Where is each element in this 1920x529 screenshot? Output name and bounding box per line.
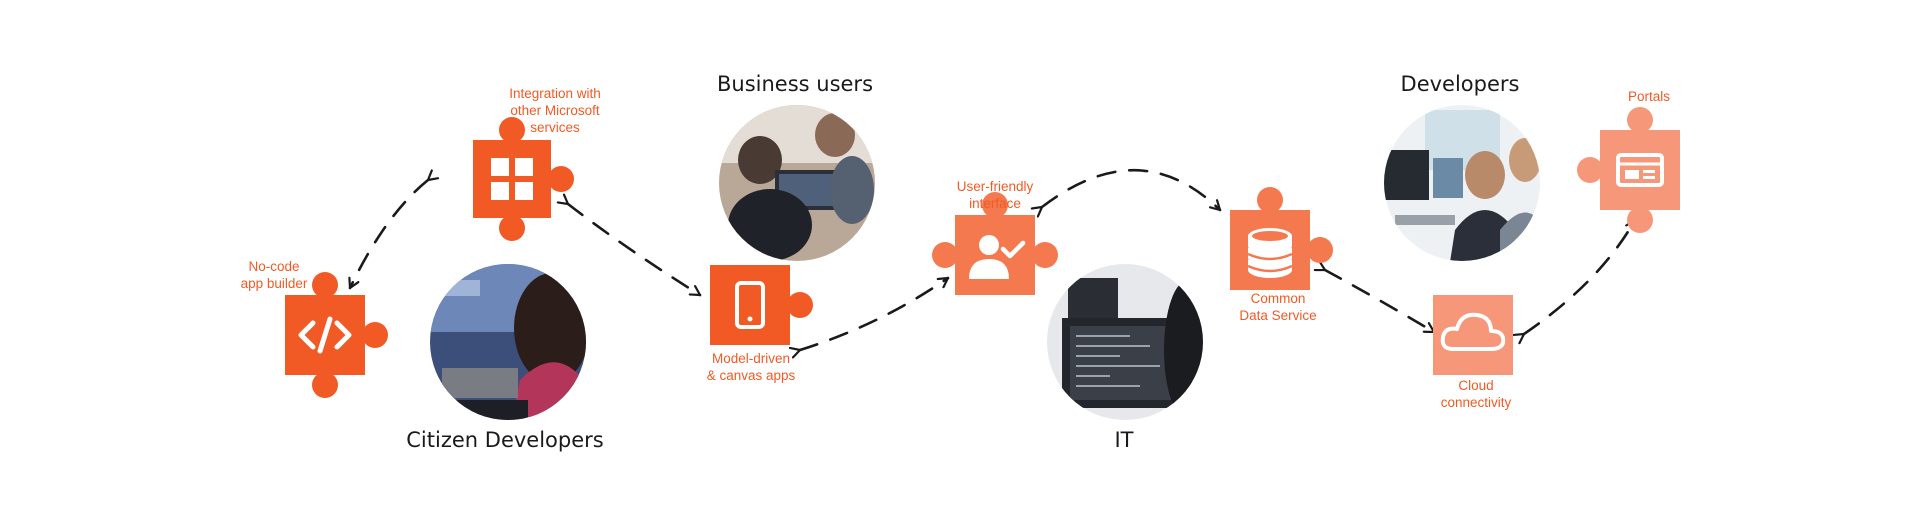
connector-arrows — [350, 169, 1637, 350]
puzzle-pieces — [285, 107, 1680, 398]
arrow-integration-to-model — [568, 204, 702, 297]
arrow-userfriendly-to-cds — [1042, 169, 1222, 210]
puzzle-piece-integration — [473, 117, 574, 241]
arrow-cloud-to-portals — [1524, 218, 1637, 334]
arrow-integration-to-nocode — [350, 180, 428, 290]
code-brackets-icon — [298, 316, 352, 354]
photo-developers — [1384, 105, 1540, 261]
persona-business-users: Business users — [716, 72, 874, 96]
web-page-icon — [1616, 153, 1664, 187]
user-check-icon — [969, 235, 1026, 279]
puzzle-piece-cloud — [1433, 295, 1513, 375]
puzzle-piece-portals — [1577, 107, 1680, 233]
puzzle-piece-no-code — [285, 272, 388, 398]
persona-developers: Developers — [1400, 72, 1520, 96]
photo-business-users — [719, 105, 875, 261]
smartphone-icon — [735, 281, 765, 329]
puzzle-piece-cds — [1230, 187, 1333, 290]
puzzle-piece-model-driven — [710, 265, 813, 345]
arrow-cds-to-cloud — [1325, 270, 1436, 334]
cloud-icon — [1440, 312, 1506, 351]
windows-logo-icon — [491, 158, 533, 200]
label-model-driven-canvas: Model-driven& canvas apps — [706, 351, 796, 383]
arrow-model-to-userfriendly — [800, 276, 950, 350]
photo-it — [1047, 264, 1203, 420]
database-icon — [1247, 228, 1293, 278]
photo-citizen-developers — [430, 264, 586, 420]
persona-it: IT — [1114, 428, 1134, 452]
puzzle-piece-user-friendly — [932, 192, 1058, 295]
persona-citizen-developers: Citizen Developers — [406, 428, 604, 452]
label-portals: Portals — [1627, 89, 1671, 104]
